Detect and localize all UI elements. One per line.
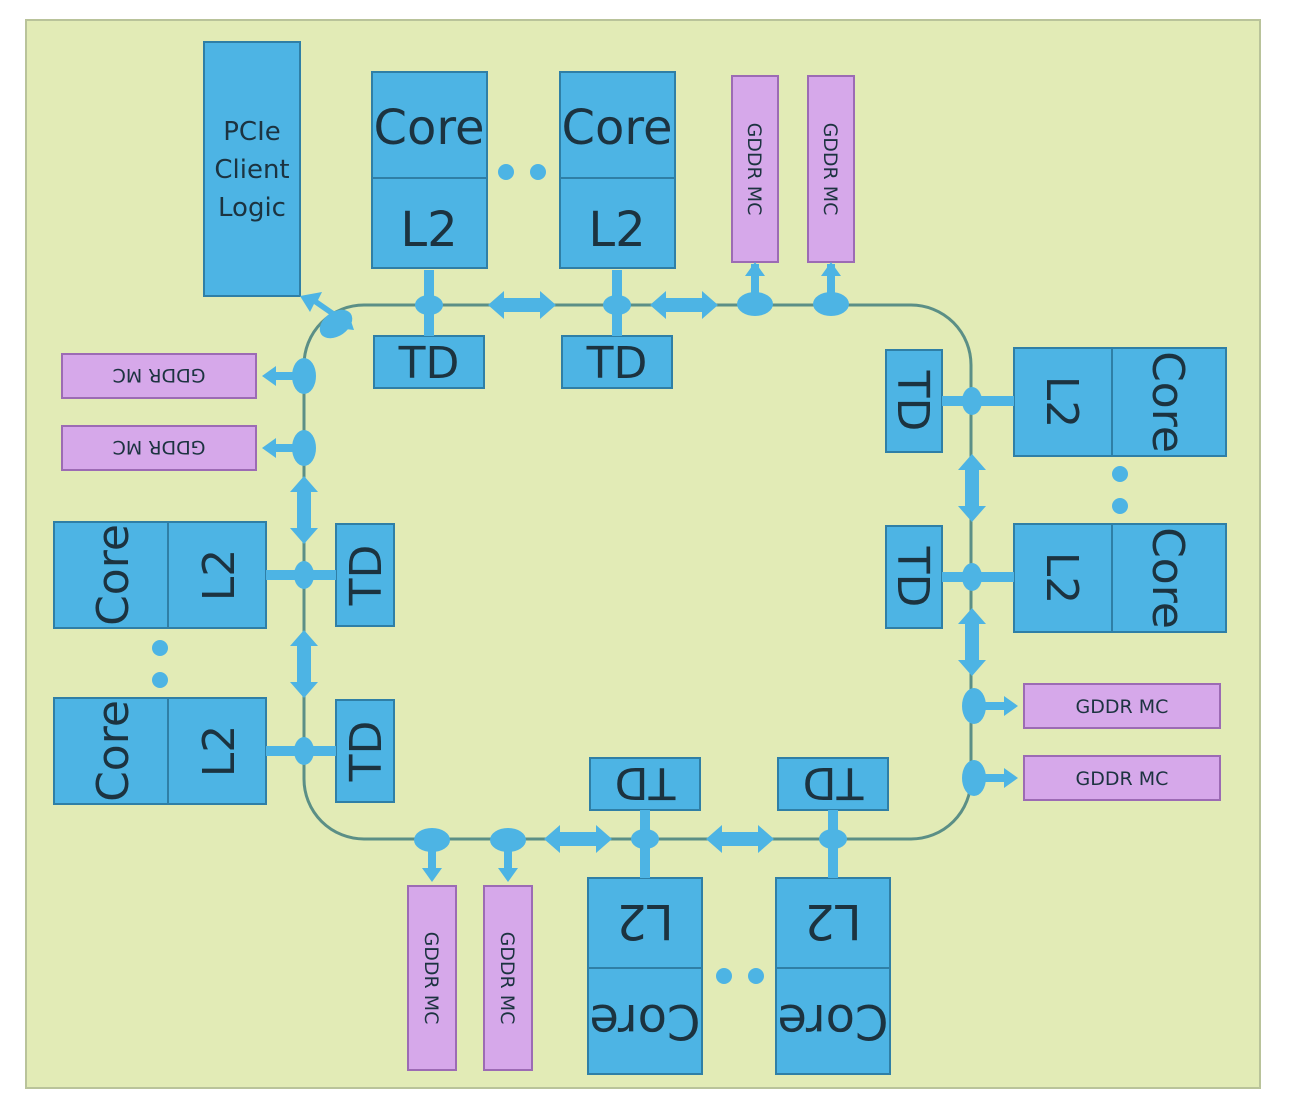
pcie-label-line-2: Client xyxy=(214,155,289,185)
td-label: TD xyxy=(803,757,865,808)
td-label: TD xyxy=(887,546,938,608)
ellipsis-dot xyxy=(716,968,732,984)
pcie-client-logic-block: PCIe Client Logic xyxy=(203,41,301,297)
gddr-mc-label: GDDR MC xyxy=(1076,768,1169,790)
ellipsis-dot xyxy=(748,968,764,984)
left-mc-connector-2 xyxy=(262,430,316,466)
l2-label: L2 xyxy=(1036,376,1087,429)
gddr-mc-label: GDDR MC xyxy=(420,932,442,1025)
gddr-mc-label: GDDR MC xyxy=(819,123,841,216)
l2-label: L2 xyxy=(616,893,673,949)
ellipsis-dot xyxy=(498,164,514,180)
l2-label: L2 xyxy=(804,893,861,949)
right-stop-2 xyxy=(942,563,1014,591)
pcie-label-line-1: PCIe xyxy=(223,117,281,147)
gddr-mc-label: GDDR MC xyxy=(496,932,518,1025)
top-core-tile-2: Core L2 xyxy=(559,71,676,269)
bottom-td-block-2: TD xyxy=(777,757,889,811)
bottom-stop-1 xyxy=(631,810,659,878)
td-label: TD xyxy=(615,757,677,808)
bottom-mc-connector-1 xyxy=(414,828,450,882)
l2-label: L2 xyxy=(194,725,245,778)
bottom-td-block-1: TD xyxy=(589,757,701,811)
left-gddr-mc-2: GDDR MC xyxy=(61,425,257,471)
left-core-tile-1: Core L2 xyxy=(53,521,267,629)
right-gddr-mc-2: GDDR MC xyxy=(1023,755,1221,801)
ellipsis-dot xyxy=(152,640,168,656)
td-label: TD xyxy=(341,721,392,783)
gddr-mc-label: GDDR MC xyxy=(1076,696,1169,718)
right-core-tile-1: L2 Core xyxy=(1013,347,1227,457)
top-core-tile-1: Core L2 xyxy=(371,71,488,269)
ellipsis-dot xyxy=(1112,498,1128,514)
bottom-mc-connector-2 xyxy=(490,828,526,882)
td-label: TD xyxy=(586,338,648,389)
top-td-block-2: TD xyxy=(561,335,673,389)
left-td-block-1: TD xyxy=(335,523,395,627)
right-stop-1 xyxy=(942,387,1014,415)
l2-label: L2 xyxy=(400,202,457,258)
pcie-ring-connector xyxy=(300,292,354,339)
top-mc-connector-1 xyxy=(737,262,773,316)
ellipsis-dot xyxy=(530,164,546,180)
left-core-tile-2: Core L2 xyxy=(53,697,267,805)
left-stop-2 xyxy=(266,737,336,765)
core-label: Core xyxy=(777,993,888,1049)
right-core-tile-2: L2 Core xyxy=(1013,523,1227,633)
top-gddr-mc-1: GDDR MC xyxy=(731,75,779,263)
top-gddr-mc-2: GDDR MC xyxy=(807,75,855,263)
td-label: TD xyxy=(398,338,460,389)
bottom-core-tile-2: L2 Core xyxy=(775,877,891,1075)
right-mc-connector-2 xyxy=(962,760,1018,796)
left-gddr-mc-1: GDDR MC xyxy=(61,353,257,399)
left-td-block-2: TD xyxy=(335,699,395,803)
td-label: TD xyxy=(341,545,392,607)
left-stop-1 xyxy=(266,561,336,589)
right-gddr-mc-1: GDDR MC xyxy=(1023,683,1221,729)
top-stop-1 xyxy=(415,270,443,336)
right-mc-connector-1 xyxy=(962,688,1018,724)
ellipsis-dot xyxy=(1112,466,1128,482)
top-td-block-1: TD xyxy=(373,335,485,389)
core-label: Core xyxy=(589,993,700,1049)
l2-label: L2 xyxy=(1036,552,1087,605)
top-stop-2 xyxy=(603,270,631,336)
core-label: Core xyxy=(1142,351,1193,453)
core-label: Core xyxy=(561,100,672,156)
ellipsis-dot xyxy=(152,672,168,688)
bottom-stop-2 xyxy=(819,810,847,878)
td-label: TD xyxy=(887,370,938,432)
right-td-block-2: TD xyxy=(885,525,943,629)
bottom-gddr-mc-2: GDDR MC xyxy=(483,885,533,1071)
gddr-mc-label: GDDR MC xyxy=(113,436,206,458)
core-label: Core xyxy=(1142,527,1193,629)
right-td-block-1: TD xyxy=(885,349,943,453)
bottom-gddr-mc-1: GDDR MC xyxy=(407,885,457,1071)
gddr-mc-label: GDDR MC xyxy=(113,364,206,386)
core-label: Core xyxy=(88,524,139,626)
bottom-core-tile-1: L2 Core xyxy=(587,877,703,1075)
gddr-mc-label: GDDR MC xyxy=(743,123,765,216)
pcie-label-line-3: Logic xyxy=(218,193,286,223)
l2-label: L2 xyxy=(194,549,245,602)
left-mc-connector-1 xyxy=(262,358,316,394)
core-label: Core xyxy=(373,100,484,156)
core-label: Core xyxy=(88,700,139,802)
top-mc-connector-2 xyxy=(813,262,849,316)
l2-label: L2 xyxy=(588,202,645,258)
